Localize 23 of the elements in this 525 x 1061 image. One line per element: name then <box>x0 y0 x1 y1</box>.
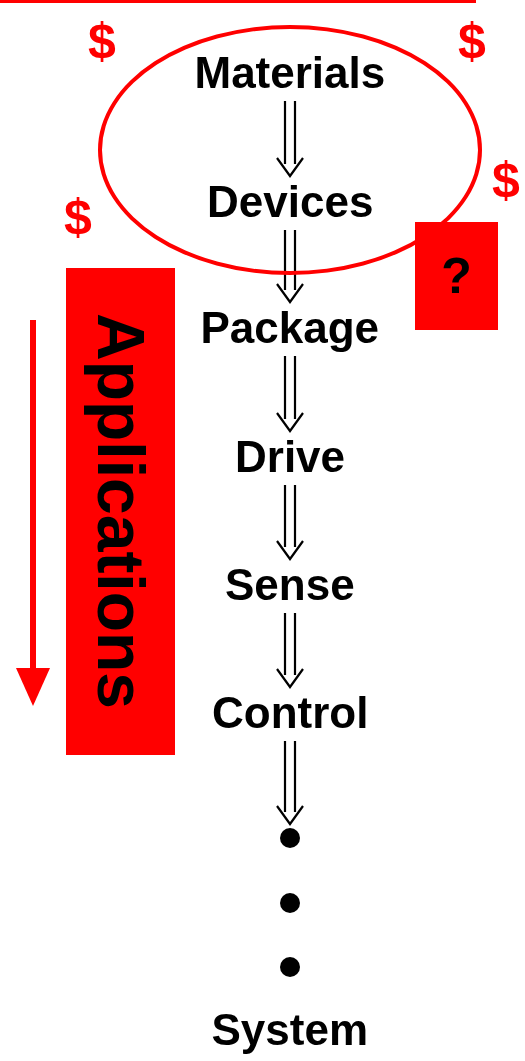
dollar-sign: $ <box>64 192 92 242</box>
double-arrow <box>275 354 305 433</box>
stage-label: Control <box>212 691 369 735</box>
double-arrow <box>275 228 305 304</box>
dollar-sign: $ <box>492 155 520 205</box>
double-arrow <box>275 739 305 826</box>
box-label: ? <box>441 251 472 301</box>
label-box <box>66 268 175 755</box>
double-arrow <box>275 99 305 178</box>
double-arrow <box>275 483 305 561</box>
bullet-dot <box>280 893 300 913</box>
stage-label: Devices <box>207 180 374 224</box>
dollar-sign: $ <box>88 16 116 66</box>
bullet-dot <box>280 957 300 977</box>
stage-label: System <box>211 1008 369 1052</box>
stage-label: Drive <box>235 435 346 479</box>
question-box <box>415 222 498 330</box>
stage-label: Materials <box>194 51 386 95</box>
double-arrow <box>275 611 305 689</box>
dollar-sign: $ <box>458 16 486 66</box>
bullet-dot <box>280 828 300 848</box>
stage-label: Sense <box>225 563 355 607</box>
stage-label: Package <box>200 306 380 350</box>
